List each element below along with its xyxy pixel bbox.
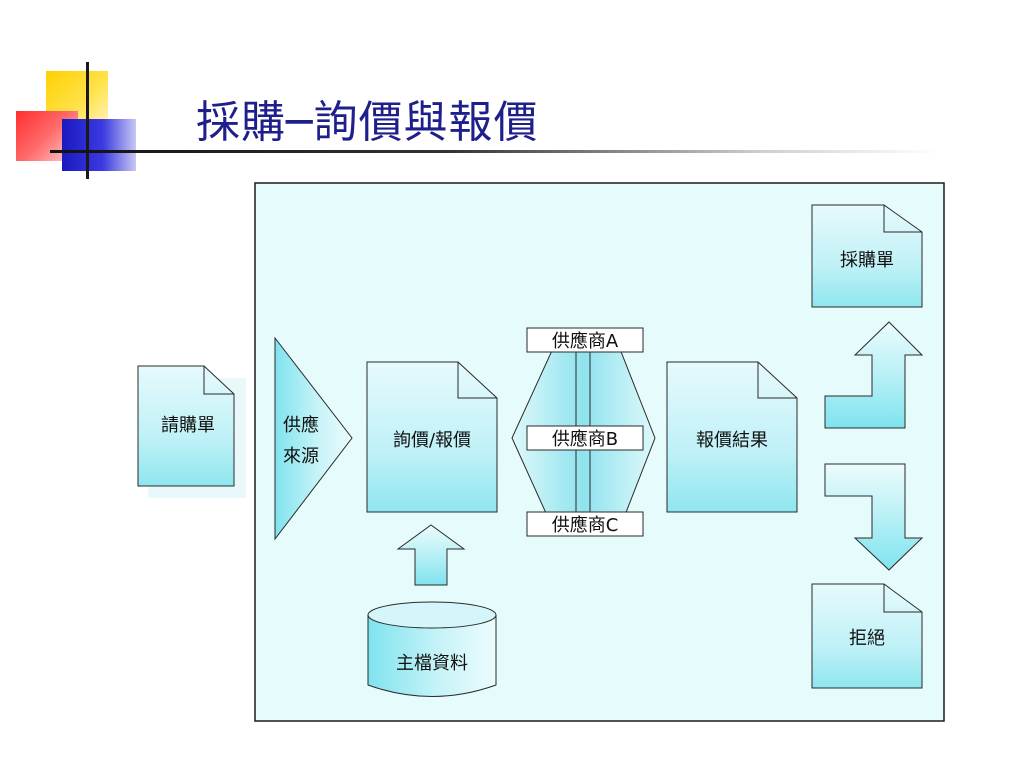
purchase-order-label: 採購單 bbox=[840, 250, 894, 271]
bent-arrow-down-icon bbox=[824, 463, 924, 571]
supplier-c-label: 供應商C bbox=[552, 514, 619, 536]
reject-label: 拒絕 bbox=[849, 628, 885, 649]
quote-result-label: 報價結果 bbox=[696, 430, 768, 451]
quote-result-doc: 報價結果 bbox=[666, 361, 798, 513]
inquiry-quote-doc: 詢價/報價 bbox=[366, 361, 498, 513]
purchase-order-doc: 採購單 bbox=[811, 204, 923, 308]
title-divider bbox=[50, 150, 940, 153]
reject-doc: 拒絕 bbox=[811, 583, 923, 689]
supplier-b-box: 供應商B bbox=[526, 425, 644, 451]
purchase-request-label: 請購單 bbox=[161, 415, 215, 436]
decor-blue-square bbox=[62, 119, 136, 171]
inquiry-quote-label: 詢價/報價 bbox=[393, 430, 471, 451]
master-data-cylinder: 主檔資料 bbox=[367, 601, 497, 697]
supplier-a-label: 供應商A bbox=[552, 330, 619, 352]
supplier-source-label-1: 供應 bbox=[283, 414, 319, 436]
decor-vertical-line bbox=[86, 62, 89, 179]
page-title: 採購─詢價與報價 bbox=[196, 97, 539, 148]
bent-arrow-up-icon bbox=[824, 321, 924, 429]
supplier-source-shape: 供應 來源 bbox=[274, 336, 353, 541]
supplier-a-box: 供應商A bbox=[526, 327, 644, 353]
up-arrow-icon bbox=[396, 524, 466, 586]
supplier-b-label: 供應商B bbox=[552, 428, 618, 450]
purchase-request-doc: 請購單 bbox=[137, 365, 246, 498]
master-data-label: 主檔資料 bbox=[396, 653, 468, 674]
supplier-source-label-2: 來源 bbox=[283, 446, 319, 467]
supplier-c-box: 供應商C bbox=[526, 511, 644, 537]
